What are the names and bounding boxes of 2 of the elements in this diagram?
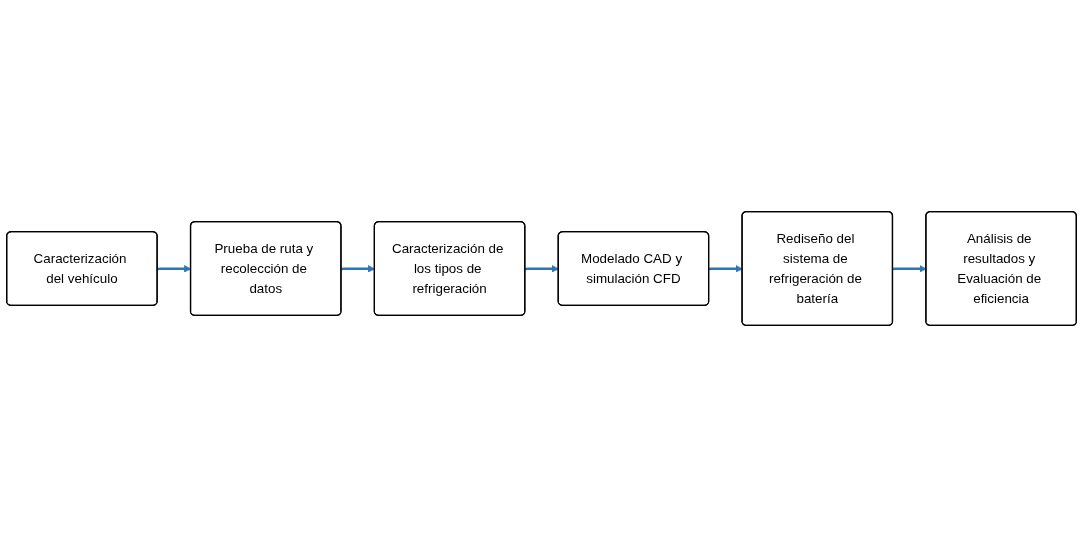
- arrow: [525, 265, 559, 273]
- arrow: [709, 265, 743, 273]
